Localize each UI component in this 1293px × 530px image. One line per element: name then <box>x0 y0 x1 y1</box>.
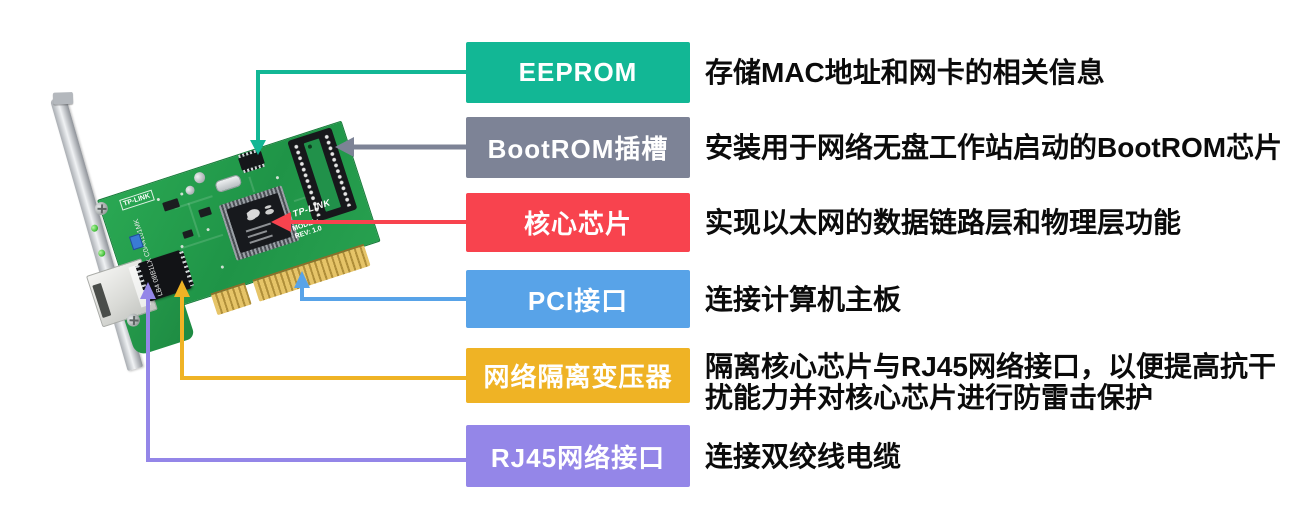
pcb-board: TP-LINK LB4 08B1LX C0A4101MK <box>85 120 381 357</box>
label-core-chip: 核心芯片 <box>466 193 690 252</box>
label-pci: PCI接口 <box>466 270 690 328</box>
pci-edge-connector-short <box>210 282 252 316</box>
label-transformer: 网络隔离变压器 <box>466 348 690 403</box>
label-bootrom: BootROM插槽 <box>466 117 690 178</box>
bracket-top-tab <box>52 91 74 105</box>
desc-rj45: 连接双绞线电缆 <box>705 441 902 472</box>
nic-card-photo: TP-LINK LB4 08B1LX C0A4101MK <box>0 0 470 530</box>
core-chip <box>218 185 300 261</box>
desc-bootrom: 安装用于网络无盘工作站启动的BootROM芯片 <box>705 132 1283 163</box>
link-led <box>90 223 99 233</box>
isolation-transformer-chip: LB4 08B1LX C0A4101MK <box>132 217 195 302</box>
capacitor <box>184 184 196 196</box>
small-ic <box>198 206 213 218</box>
chip-logo <box>245 207 262 221</box>
desc-eeprom: 存储MAC地址和网卡的相关信息 <box>705 57 1105 88</box>
label-eeprom: EEPROM <box>466 42 690 103</box>
small-ic <box>162 198 181 212</box>
label-rj45: RJ45网络接口 <box>466 425 690 487</box>
pcb-model-silkscreen: MODEL: REV: 1.0 <box>291 217 323 241</box>
activity-led <box>97 248 107 258</box>
eeprom-chip <box>238 150 265 171</box>
desc-transformer: 隔离核心芯片与RJ45网络接口，以便提高抗干扰能力并对核心芯片进行防雷击保护 <box>705 351 1276 413</box>
desc-core-chip: 实现以太网的数据链路层和物理层功能 <box>705 207 1182 238</box>
crystal-oscillator <box>214 173 243 194</box>
capacitor <box>192 170 207 185</box>
desc-pci: 连接计算机主板 <box>705 284 902 315</box>
pci-edge-connector-long <box>252 243 371 302</box>
pcb-brand-silkscreen: TP-LINK <box>119 189 155 211</box>
transformer-marking: LB4 08B1LX C0A4101MK <box>132 217 165 297</box>
solder-points <box>156 197 161 202</box>
small-ic <box>182 229 194 239</box>
rj45-opening <box>92 282 112 318</box>
